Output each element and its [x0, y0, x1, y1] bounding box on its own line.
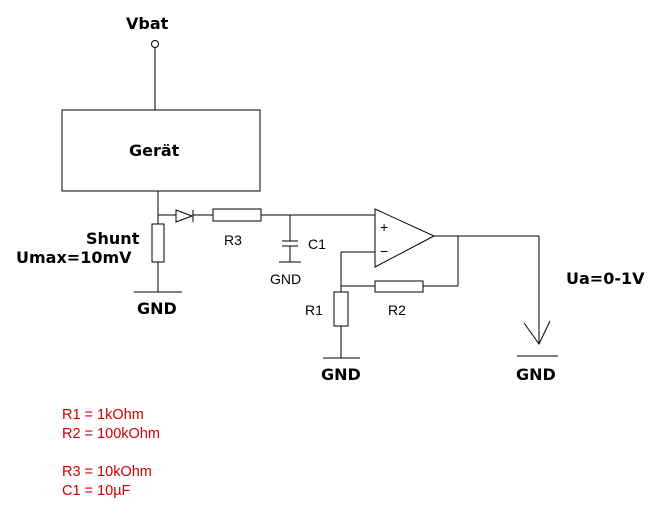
c1-label: C1 [308, 236, 326, 252]
r1-value: R1 = 1kOhm [62, 407, 144, 423]
ua-arrow-head [523, 320, 551, 345]
opamp-minus-sign: − [380, 243, 388, 259]
vbat-terminal [151, 40, 159, 48]
r3-resistor [212, 208, 262, 222]
r3-label: R3 [224, 232, 242, 248]
r2-resistor [374, 280, 424, 293]
ua-label: Ua=0-1V [566, 269, 645, 288]
shunt-gnd-label: GND [137, 299, 177, 318]
diode-symbol [175, 209, 194, 223]
opamp-symbol [374, 208, 436, 268]
opamp-plus-sign: + [380, 219, 388, 235]
c1-gnd-label: GND [270, 271, 301, 287]
device-box [61, 109, 261, 192]
r1-resistor [333, 291, 349, 327]
r3-value: R3 = 10kOhm [62, 464, 152, 480]
vbat-label: Vbat [126, 14, 169, 33]
r1-label: R1 [305, 302, 323, 318]
c1-value: C1 = 10µF [62, 483, 131, 499]
shunt-label: Shunt [86, 229, 140, 248]
shunt-resistor [151, 223, 165, 263]
umax-label: Umax=10mV [16, 248, 132, 267]
r1-gnd-label: GND [321, 365, 361, 384]
r2-label: R2 [388, 302, 406, 318]
device-label: Gerät [129, 141, 180, 160]
r2-value: R2 = 100kOhm [62, 426, 160, 442]
output-gnd-label: GND [516, 365, 556, 384]
